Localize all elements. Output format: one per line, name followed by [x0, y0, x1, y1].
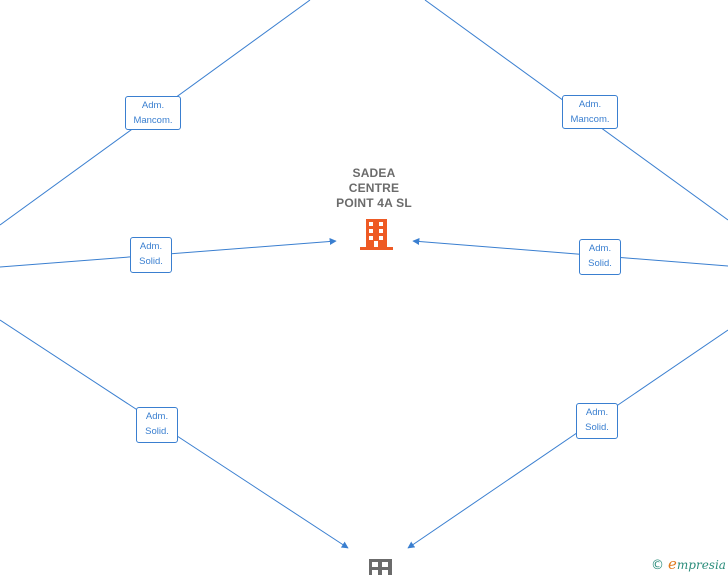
main-node-title-line-1: SADEA: [352, 166, 396, 180]
edge-right-to-main: [412, 238, 728, 267]
main-node-title-line-3: POINT 4A SL: [336, 196, 412, 210]
edge-label-type: Mancom.: [133, 115, 173, 126]
edge-label-right-to-main: Adm. Solid.: [579, 239, 621, 275]
copyright-icon: ©: [651, 558, 664, 573]
secondary-building-icon[interactable]: [369, 559, 392, 575]
edge-label-top-left: Adm. Mancom.: [125, 96, 181, 130]
edge-label-role: Adm.: [145, 411, 169, 422]
edge-label-role: Adm.: [585, 407, 609, 418]
edge-label-left-to-bottom: Adm. Solid.: [136, 407, 178, 443]
watermark-text: mpresia: [676, 558, 726, 572]
main-node-title-line-2: CENTRE: [348, 181, 400, 195]
edge-label-role: Adm.: [588, 243, 612, 254]
edge-right-to-bottom: [407, 329, 728, 549]
edge-label-type: Solid.: [145, 426, 169, 437]
edge-label-type: Solid.: [588, 258, 612, 269]
edge-label-role: Adm.: [141, 100, 165, 111]
watermark-e: e: [668, 555, 677, 573]
edge-label-role: Adm.: [139, 241, 163, 252]
edge-label-right-to-bottom: Adm. Solid.: [576, 403, 618, 439]
building-icon[interactable]: [360, 219, 393, 250]
edge-label-type: Solid.: [585, 422, 609, 433]
edge-label-top-right: Adm. Mancom.: [562, 95, 618, 129]
edge-label-type: Solid.: [139, 256, 163, 267]
edge-label-left-to-main: Adm. Solid.: [130, 237, 172, 273]
empresia-watermark: © empresia: [651, 555, 726, 573]
main-node-title[interactable]: SADEA CENTRE POINT 4A SL: [314, 166, 434, 211]
edge-label-role: Adm.: [578, 99, 602, 110]
edge-label-type: Mancom.: [570, 114, 610, 125]
